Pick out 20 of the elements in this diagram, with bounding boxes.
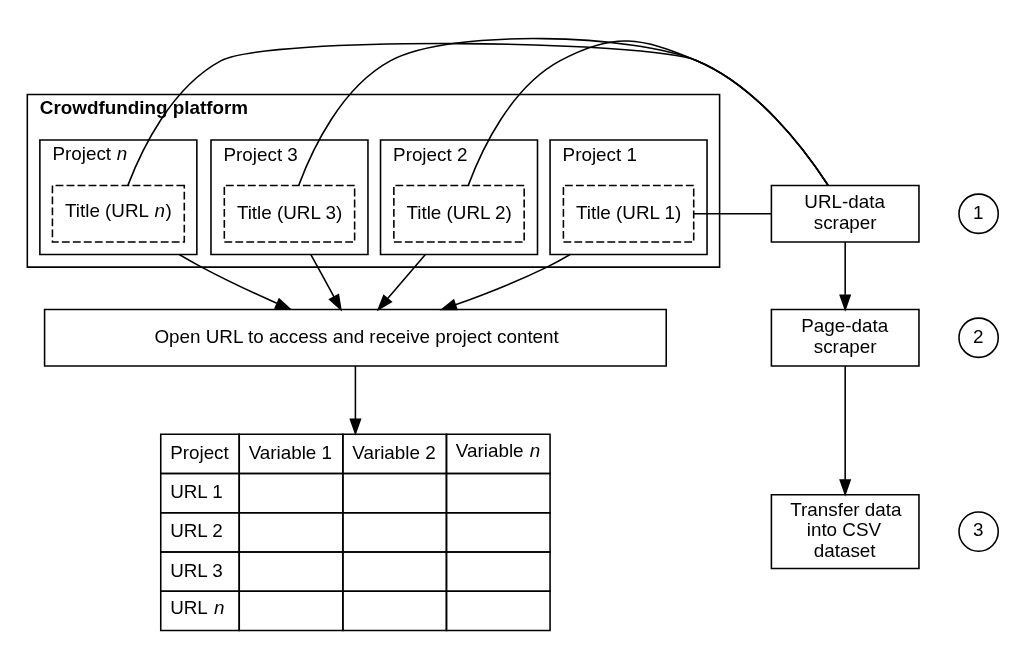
arrow — [839, 365, 852, 497]
node-circle: 1 — [958, 193, 1000, 235]
connector — [692, 212, 772, 215]
node-box: Title (URL 2) — [393, 184, 525, 243]
connector — [127, 42, 829, 187]
arrow — [376, 253, 427, 312]
node-box: Page-data scraper — [770, 308, 920, 367]
arrow — [310, 253, 342, 312]
arrow — [839, 241, 852, 312]
node-circle: 2 — [958, 317, 1000, 359]
node-circle: 3 — [958, 511, 1000, 552]
node-box: Transfer data into CSV dataset — [770, 493, 920, 570]
arrow — [349, 365, 362, 436]
arrow — [178, 253, 293, 311]
arrow — [439, 253, 571, 311]
node-box: URL-data scraper — [770, 184, 920, 243]
node-box: Title (URL 1) — [562, 184, 695, 243]
node-box: Title (URL 3) — [223, 184, 356, 243]
node-box: Title (URL n) — [51, 184, 186, 243]
node-box: Open URL to access and receive project content — [43, 308, 667, 367]
